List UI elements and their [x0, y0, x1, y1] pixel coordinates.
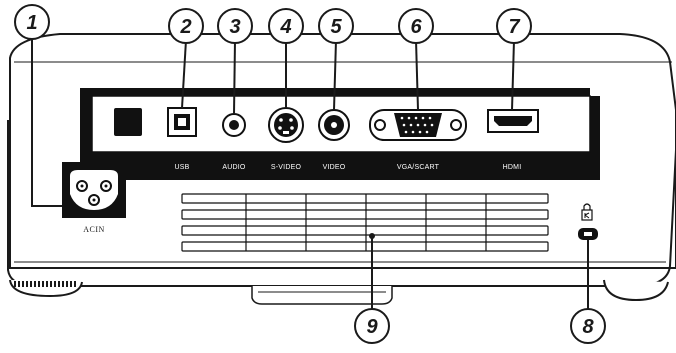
callout-5: 5	[318, 8, 354, 44]
callout-3: 3	[217, 8, 253, 44]
port-panel: USB AUDIO S-VIDEO VIDEO VGA/SCART HDMI	[80, 88, 600, 180]
usb-port[interactable]	[167, 107, 197, 137]
svideo-port[interactable]	[268, 107, 304, 143]
svideo-label: S-VIDEO	[271, 164, 302, 171]
svg-text:1: 1	[26, 12, 37, 34]
svg-text:6: 6	[410, 16, 422, 38]
svg-text:5: 5	[330, 16, 342, 38]
vga-port[interactable]	[369, 109, 467, 141]
vga-label: VGA/SCART	[397, 164, 440, 171]
svg-text:4: 4	[279, 16, 291, 38]
callout-lines	[31, 36, 589, 310]
audio-port[interactable]	[222, 113, 246, 137]
lock-icon	[581, 203, 593, 221]
callout-6: 6	[398, 8, 434, 44]
callout-4: 4	[268, 8, 304, 44]
ac-inlet[interactable]	[62, 162, 126, 218]
vent-grille	[181, 193, 549, 252]
usb-label: USB	[175, 164, 190, 171]
svg-text:2: 2	[179, 16, 191, 38]
callout-8: 8	[570, 308, 606, 344]
audio-label: AUDIO	[222, 164, 246, 171]
callout-2: 2	[168, 8, 204, 44]
video-label: VIDEO	[323, 164, 346, 171]
callout-7: 7	[496, 8, 532, 44]
hdmi-label: HDMI	[503, 164, 522, 171]
callout-1: 1	[14, 4, 50, 40]
hdmi-port[interactable]	[487, 109, 539, 133]
kensington-lock[interactable]	[578, 203, 598, 240]
svg-text:9: 9	[366, 316, 378, 338]
svg-text:8: 8	[582, 316, 594, 338]
ir-sensor	[114, 108, 142, 136]
svg-text:3: 3	[229, 16, 240, 38]
svg-text:7: 7	[508, 16, 520, 38]
callout-9: 9	[354, 308, 390, 344]
video-port[interactable]	[318, 109, 350, 141]
acin-label: ACIN	[83, 225, 105, 234]
